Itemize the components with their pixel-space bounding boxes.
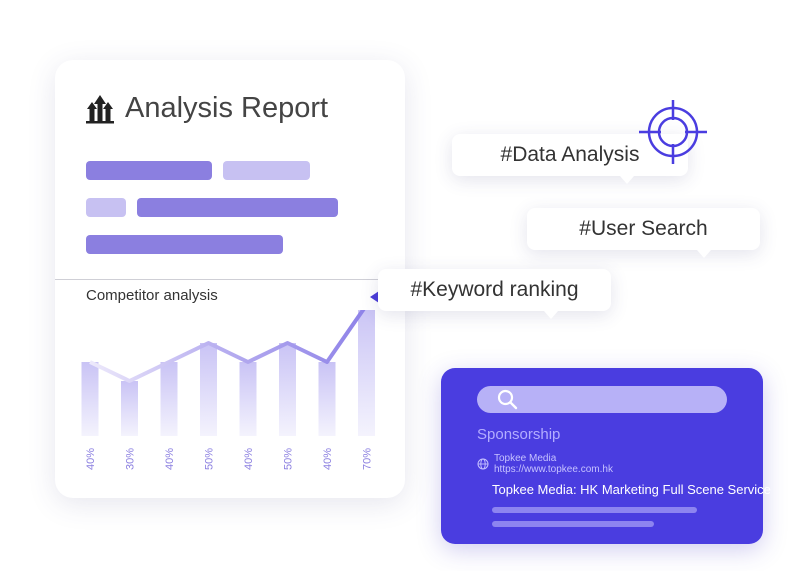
chart-data-label: 40% [243, 448, 255, 470]
placeholder-bar [137, 198, 338, 217]
search-icon [497, 389, 518, 410]
chart-data-label: 50% [283, 448, 295, 470]
chart-data-label: 40% [164, 448, 176, 470]
site-info: Topkee Media https://www.topkee.com.hk [477, 453, 613, 475]
chart-data-label: 30% [125, 448, 137, 470]
tag-user-search-label: #User Search [579, 217, 708, 240]
tag-data-analysis-label: #Data Analysis [500, 143, 640, 166]
tag-keyword-ranking-label: #Keyword ranking [410, 278, 579, 301]
competitor-analysis-label: Competitor analysis [86, 287, 218, 304]
chart-bar [81, 362, 99, 436]
target-crosshair-icon [639, 100, 707, 164]
search-result-card: Sponsorship Topkee Media https://www.top… [441, 368, 771, 544]
snippet-line [492, 507, 697, 513]
growth-arrows-icon [86, 94, 114, 123]
chart-bar [239, 362, 257, 436]
chart-bar [318, 362, 336, 436]
placeholder-bar [223, 161, 310, 180]
analysis-report-card: Analysis Report Competitor analysis 40% 3… [55, 60, 405, 498]
tag-keyword-ranking: #Keyword ranking [378, 269, 611, 319]
chart-bar [358, 310, 375, 436]
placeholder-bar [86, 235, 283, 254]
site-name: Topkee Media [494, 453, 557, 464]
search-bar[interactable] [477, 386, 727, 413]
pointer-arrow [370, 291, 379, 303]
tag-data-analysis: #Data Analysis [452, 134, 688, 184]
chart-bar [200, 343, 217, 436]
competitor-chart: 40% 30% 40% 50% 40% 50% 40% 70% [81, 310, 375, 470]
placeholder-bar [86, 161, 212, 180]
chart-trend-line [89, 310, 366, 383]
section-divider [55, 279, 405, 280]
chart-bar [121, 381, 138, 436]
result-headline[interactable]: Topkee Media: HK Marketing Full Scene Se… [492, 482, 771, 497]
chart-bar [279, 343, 296, 436]
site-url[interactable]: https://www.topkee.com.hk [494, 464, 613, 475]
tag-user-search: #User Search [527, 208, 760, 258]
chart-data-label: 50% [204, 448, 216, 470]
chart-data-label: 40% [322, 448, 334, 470]
snippet-line [492, 521, 654, 527]
chart-bar [160, 362, 178, 436]
placeholder-bar [86, 198, 126, 217]
sponsorship-label: Sponsorship [477, 426, 561, 443]
report-header: Analysis Report [85, 92, 328, 125]
report-title: Analysis Report [125, 92, 329, 124]
chart-data-label: 70% [362, 448, 374, 470]
globe-icon [477, 458, 489, 470]
chart-data-label: 40% [85, 448, 97, 470]
